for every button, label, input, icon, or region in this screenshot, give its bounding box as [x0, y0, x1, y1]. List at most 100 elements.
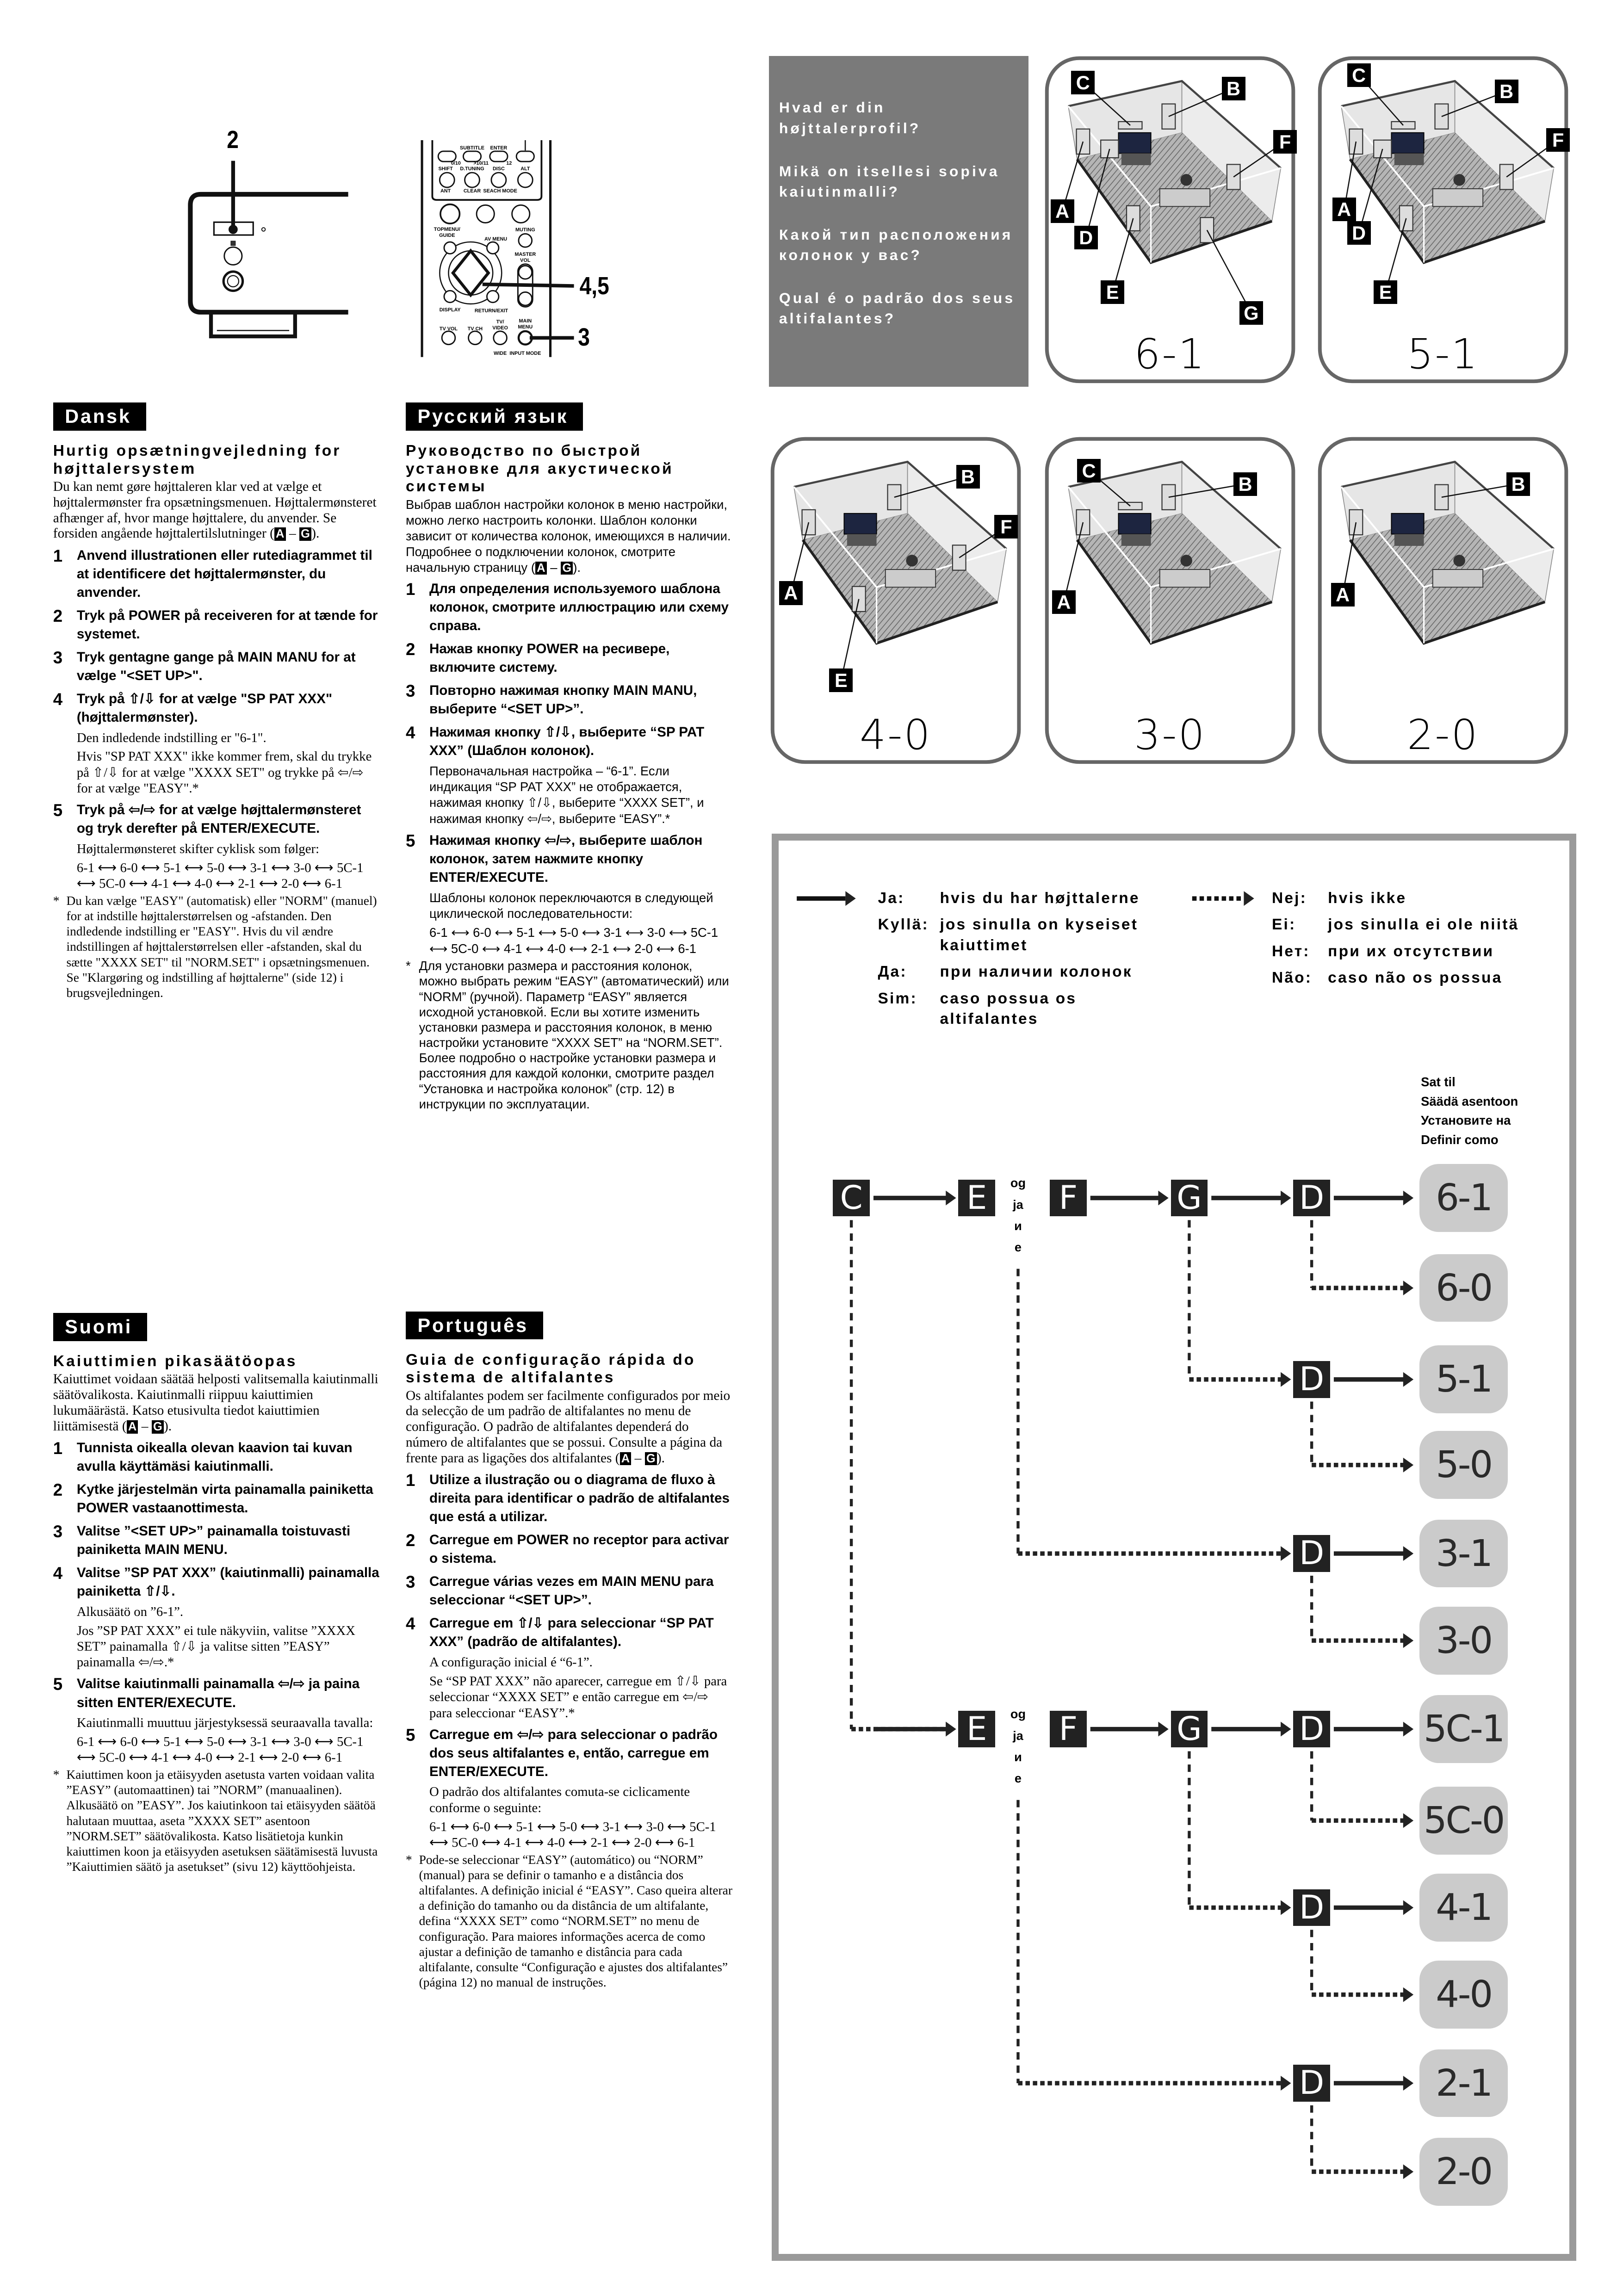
legend-yes-label: Kyllä:	[878, 916, 929, 934]
and-label: и	[1014, 1218, 1022, 1233]
yes-arrowhead	[1403, 1546, 1414, 1561]
intro-end: ).	[657, 1450, 665, 1466]
footnote: *Для установки размера и расстояния коло…	[406, 958, 733, 1112]
speaker-label-D: D	[1074, 225, 1098, 249]
no-arrowhead	[1403, 1457, 1414, 1473]
yes-arrowhead	[1158, 1721, 1169, 1737]
sofa	[885, 569, 936, 588]
speaker-node-D: D	[1293, 1535, 1330, 1572]
step-text: Valitse ”SP PAT XXX” (kaiutinmalli) pain…	[76, 1565, 379, 1599]
floor-edge	[1076, 539, 1272, 645]
step-number: 2	[405, 639, 415, 659]
step-number: 3	[53, 1522, 63, 1541]
speaker-label-B: B	[1494, 80, 1518, 104]
floor-edge	[1349, 539, 1545, 645]
tv-stand	[1394, 534, 1424, 546]
section-title: Руководство по быстрой установке для аку…	[405, 442, 674, 495]
speaker-node-D: D	[1293, 2064, 1330, 2102]
speaker-label-C: C	[1347, 63, 1371, 87]
step-number: 4	[405, 723, 415, 742]
set-to-label: Sat til	[1421, 1075, 1456, 1089]
speaker-node-F: F	[1050, 1179, 1087, 1217]
footnote-text: Для установки размера и расстояния колон…	[419, 959, 729, 1111]
ref-badge-to: G	[644, 1452, 657, 1466]
intro-body: Os altifalantes podem ser facilmente con…	[405, 1388, 731, 1466]
speaker-label-B: B	[1233, 472, 1258, 496]
intro-body: Du kan nemt gøre højttaleren klar ved at…	[53, 479, 377, 541]
step-number: 1	[405, 579, 415, 599]
remote-label: 12	[506, 160, 512, 166]
step-text: Kytke järjestelmän virta painamalla pain…	[76, 1482, 373, 1516]
intro-text: Выбрав шаблон настройки колонок в меню н…	[406, 497, 733, 575]
remote-label: VOL	[520, 257, 531, 263]
speaker-node-E: E	[958, 1179, 996, 1217]
intro-end: ).	[163, 1418, 172, 1434]
section-title: Hurtig opsætningvejledning for højttaler…	[53, 442, 341, 477]
ref-badge-to: G	[299, 527, 312, 541]
step-text: Carregue em ⇧/⇩ para seleccionar “SP PAT…	[429, 1615, 714, 1650]
language-header: Dansk	[53, 402, 146, 431]
step-text: Carregue em ⇦/⇨ para seleccionar o padrã…	[429, 1727, 718, 1779]
speaker-D	[1373, 139, 1392, 159]
flowchart-frame	[771, 833, 1577, 2261]
pattern-label: 4-0	[860, 711, 932, 760]
footnote: *Du kan vælge "EASY" (automatisk) eller …	[53, 893, 381, 1001]
sofa	[1432, 569, 1483, 588]
result-pattern-2-1: 2-1	[1419, 2049, 1508, 2117]
footnote-mark: *	[53, 1768, 60, 1782]
speaker-E	[1399, 205, 1413, 232]
intro-text: Du kan nemt gøre højttaleren klar ved at…	[53, 479, 381, 542]
intro-body: Выбрав шаблон настройки колонок в меню н…	[405, 497, 731, 575]
speaker-C	[1118, 501, 1143, 510]
legend-yes-label: Да:	[878, 963, 907, 981]
step-note: 6-1 ⟷ 6-0 ⟷ 5-1 ⟷ 5-0 ⟷ 3-1 ⟷ 3-0 ⟷ 5C-1…	[76, 860, 364, 891]
and-label: ja	[1013, 1197, 1023, 1212]
result-pattern-5C-1: 5C-1	[1419, 1695, 1508, 1763]
speaker-B	[1161, 484, 1176, 510]
legend-yes-label: Ja:	[878, 889, 905, 907]
ref-badge-to: G	[561, 561, 573, 575]
yes-arrowhead	[1403, 2076, 1414, 2091]
speaker-F	[952, 545, 966, 571]
step-number: 4	[53, 689, 63, 709]
remote-label: SHIFT	[438, 166, 453, 172]
leader-line-B	[1441, 483, 1518, 498]
legend-no-label: Нет:	[1271, 942, 1310, 960]
speaker-node-E: E	[958, 1710, 996, 1748]
step-number: 1	[53, 546, 63, 565]
legend-dotted-arrowhead	[1244, 891, 1254, 906]
step-number: 3	[53, 648, 63, 667]
remote-label: TOPMENU/	[434, 226, 460, 232]
footnote-text: Kaiuttimen koon ja etäisyyden asetusta v…	[66, 1768, 378, 1874]
and-label: og	[1010, 1176, 1026, 1190]
remote-label: ENTER	[490, 145, 508, 151]
legend-yes-label: Sim:	[878, 990, 917, 1007]
leader-line-D	[1085, 149, 1110, 238]
remote-label: ALT	[520, 166, 530, 172]
remote-label: MASTER	[514, 252, 536, 258]
speaker-A	[1349, 509, 1363, 536]
speaker-label-B: B	[956, 464, 980, 489]
callout-step-3: 3	[578, 323, 590, 352]
language-header: Suomi	[53, 1312, 147, 1341]
step-text: Tryk på POWER på receiveren for at tænde…	[76, 607, 378, 642]
speaker-label-A: A	[1332, 198, 1356, 222]
language-header: Русский язык	[405, 402, 583, 431]
step-number: 4	[53, 1564, 63, 1583]
remote-label: MAIN	[519, 318, 532, 324]
listener	[1180, 174, 1192, 186]
speaker-label-A: A	[1052, 590, 1076, 614]
step-text: Повторно нажимая кнопку MAIN MANU, выбер…	[429, 682, 697, 717]
remote-label: AV MENU	[484, 236, 508, 242]
tv-stand	[1121, 534, 1151, 546]
speaker-label-A: A	[779, 581, 803, 605]
ref-dash: –	[285, 526, 299, 541]
